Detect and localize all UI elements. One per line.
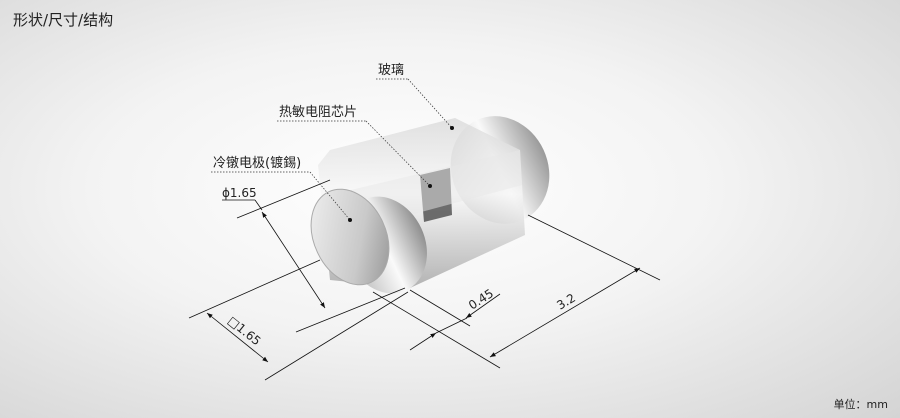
label-electrode: 冷镦电极(镀錫) bbox=[213, 155, 301, 171]
unit-label: 单位：mm bbox=[833, 398, 888, 411]
dimension-lines bbox=[188, 179, 661, 381]
leaders bbox=[211, 78, 453, 221]
label-chip: 热敏电阻芯片 bbox=[279, 105, 357, 120]
dim-diameter: ϕ1.65 bbox=[222, 186, 257, 200]
thermistor-body bbox=[310, 116, 550, 294]
page-title: 形状/尺寸/结构 bbox=[13, 11, 114, 29]
dim-gap: 0.45 bbox=[466, 286, 496, 312]
dim-length: 3.2 bbox=[554, 291, 578, 313]
label-glass: 玻璃 bbox=[378, 63, 404, 78]
